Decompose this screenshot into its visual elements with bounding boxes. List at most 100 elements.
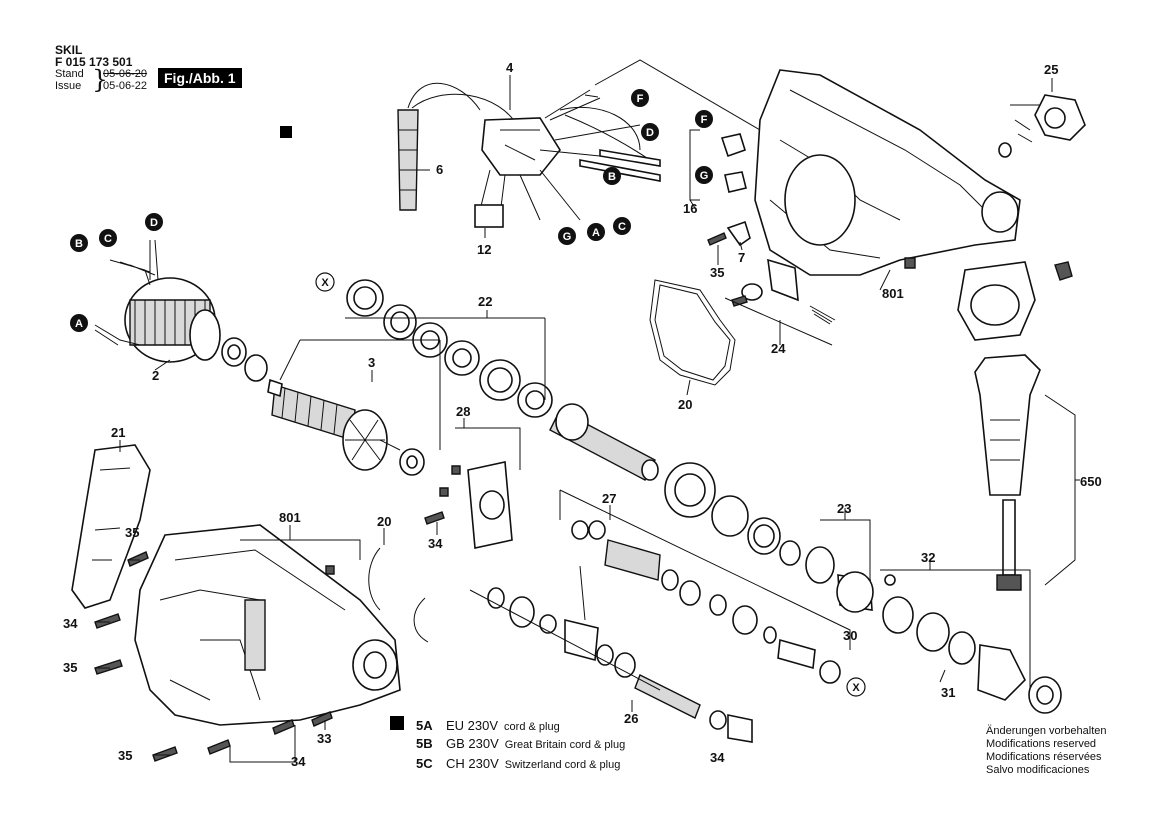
legend-code: 5B [416, 736, 433, 751]
connector-letter: B [75, 238, 83, 250]
legend-row: 5B GB 230V Great Britain cord & plug [390, 736, 625, 756]
spring-clips [325, 547, 429, 643]
cross-ref-letter: X [852, 682, 860, 694]
bearing-set [346, 279, 553, 418]
connector-b-marker: B [70, 234, 88, 252]
wobble-shaft [487, 565, 753, 743]
part-label: 4 [506, 60, 514, 75]
hammer-mechanism [571, 520, 841, 684]
motor-housing [754, 69, 1021, 276]
intermediate-shaft [549, 403, 801, 566]
issue-date: 05-06-22 [103, 80, 148, 92]
auxiliary-handle [957, 261, 1076, 591]
part-label: 30 [843, 628, 857, 643]
part-label: 34 [428, 536, 443, 551]
part-label: 35 [63, 660, 77, 675]
legend-row: 5C CH 230V Switzerland cord & plug [390, 756, 625, 776]
connector-d-marker: D [145, 213, 163, 231]
part-label: 12 [477, 242, 491, 257]
field-coil [94, 239, 221, 363]
note-line: Salvo modificaciones [986, 764, 1090, 776]
legend-description: Switzerland cord & plug [504, 759, 621, 771]
document-code: F 015 173 501 [55, 55, 133, 69]
connector-a-marker: A [70, 314, 88, 332]
cord-sleeve [397, 82, 521, 211]
part-label: 24 [771, 341, 786, 356]
connector-markers: A B C D F D B C A G F G [70, 89, 713, 332]
part-label: 26 [624, 711, 638, 726]
connector-letter: F [637, 93, 644, 105]
part-label: 2 [152, 368, 159, 383]
stand-label: Stand [55, 68, 84, 80]
part-labels: 2 3 4 6 7 12 16 20 20 21 22 23 24 25 26 … [63, 60, 1102, 769]
cross-ref-marker: X [846, 677, 866, 697]
part-label: 32 [921, 550, 935, 565]
armature [221, 337, 425, 476]
bearing-bracket [424, 461, 513, 549]
connector-f-marker: F [695, 110, 713, 128]
part-label: 650 [1080, 474, 1102, 489]
stand-date: 05-06-20 [103, 68, 148, 80]
connector-a-marker: A [587, 223, 605, 241]
connector-letter: D [646, 127, 654, 139]
connector-letter: G [700, 170, 709, 182]
power-cord [280, 76, 418, 254]
connector-letter: F [701, 114, 708, 126]
part-label: 35 [710, 265, 724, 280]
connector-g-marker: G [695, 166, 713, 184]
connector-letter: G [563, 231, 572, 243]
brand-name: SKIL [55, 43, 83, 57]
connector-d-marker: D [641, 123, 659, 141]
part-label: 27 [602, 491, 616, 506]
part-label: 34 [291, 754, 306, 769]
screws [94, 551, 333, 762]
connector-letter: C [618, 221, 626, 233]
cord-legend: 5A EU 230V cord & plug 5B GB 230V Great … [390, 716, 625, 776]
connector-b-marker: B [603, 167, 621, 185]
legend-voltage: EU 230V [446, 718, 499, 733]
cable-ends [579, 94, 661, 182]
connector-letter: D [150, 217, 158, 229]
part-label: 21 [111, 425, 125, 440]
legend-voltage: CH 230V [446, 756, 499, 771]
part-label: 34 [710, 750, 725, 765]
cross-ref-marker: X [315, 272, 335, 292]
legend-row: 5A EU 230V cord & plug [390, 716, 625, 736]
connector-letter: C [104, 233, 112, 245]
legend-code: 5C [416, 756, 433, 771]
cross-ref-letter: X [321, 277, 329, 289]
spindle-parts [805, 546, 896, 613]
tool-holder-parts [882, 596, 1062, 714]
part-label: 35 [118, 748, 132, 763]
main-housing [134, 524, 401, 726]
square-marker-icon [390, 716, 404, 730]
legend-voltage: GB 230V [446, 736, 499, 751]
part-label: 3 [368, 355, 375, 370]
handle-cover [71, 444, 151, 609]
part-label: 16 [683, 201, 697, 216]
part-label: 7 [738, 250, 745, 265]
connector-g-marker: G [558, 227, 576, 245]
part-label: 801 [882, 286, 904, 301]
part-label: 25 [1044, 62, 1058, 77]
part-label: 20 [377, 514, 391, 529]
part-label: 34 [63, 616, 78, 631]
connector-c-marker: C [99, 229, 117, 247]
part-label: 28 [456, 404, 470, 419]
connector-c-marker: C [613, 217, 631, 235]
depth-stop-clamp [998, 94, 1086, 158]
switch-assembly [474, 89, 651, 228]
modification-notes: Änderungen vorbehalten Modifications res… [986, 725, 1106, 777]
legend-description: cord & plug [504, 721, 560, 733]
brush-clip [707, 220, 751, 247]
lock-plate [731, 258, 836, 325]
legend-description: Great Britain cord & plug [504, 739, 626, 751]
brush-holders [689, 129, 747, 201]
connector-letter: B [608, 171, 616, 183]
connector-f-marker: F [631, 89, 649, 107]
note-line: Änderungen vorbehalten [986, 725, 1107, 737]
note-line: Modifications réservées [986, 751, 1102, 763]
part-label: 23 [837, 501, 851, 516]
brace-icon: } [92, 65, 108, 94]
